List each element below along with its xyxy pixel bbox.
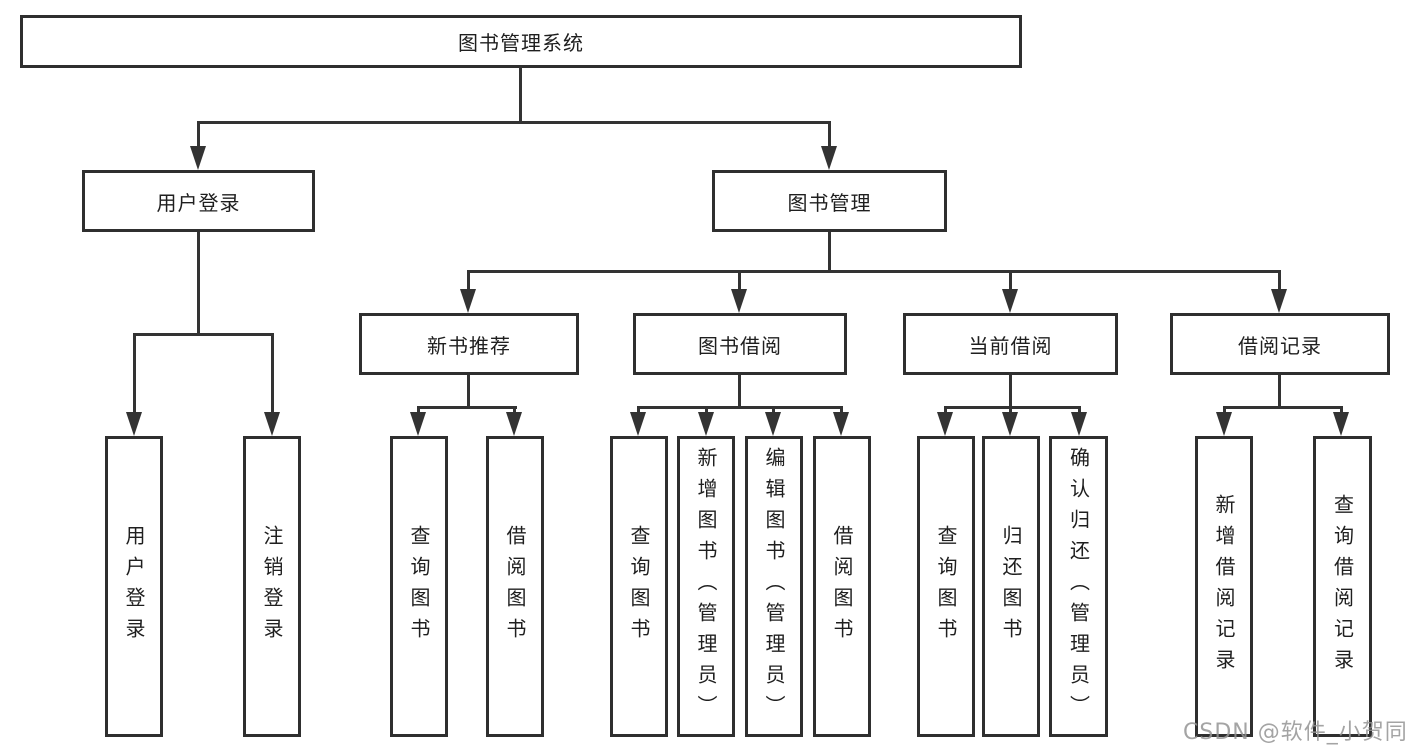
- node-new-book-recommend-label: 新书推荐: [427, 333, 511, 358]
- connector-line: [513, 406, 516, 414]
- leaf-current-query-books-label: 查询图书: [934, 524, 958, 649]
- leaf-borrow-add-books-admin: 新增图书（管理员）: [677, 436, 735, 737]
- node-user-login-label: 用户登录: [156, 190, 241, 215]
- connector-line: [1278, 375, 1281, 408]
- node-borrow-record-label: 借阅记录: [1238, 333, 1322, 358]
- connector-line: [271, 333, 274, 413]
- connector-line: [828, 232, 831, 272]
- leaf-newbook-query-books: 查询图书: [390, 436, 448, 737]
- connector-line: [467, 270, 470, 290]
- leaf-newbook-borrow-books-label: 借阅图书: [503, 524, 527, 649]
- leaf-record-query-record-label: 查询借阅记录: [1330, 493, 1355, 680]
- connector-line: [467, 270, 1281, 273]
- csdn-watermark: CSDN @软件_小贺同学: [1183, 720, 1405, 745]
- leaf-current-return-books: 归还图书: [982, 436, 1040, 737]
- node-current-borrow: 当前借阅: [903, 313, 1118, 375]
- leaf-borrow-edit-books-admin: 编辑图书（管理员）: [745, 436, 803, 737]
- node-root-label: 图书管理系统: [458, 31, 584, 55]
- leaf-current-return-books-label: 归还图书: [999, 524, 1023, 649]
- node-book-borrow-label: 图书借阅: [698, 333, 782, 358]
- arrowhead-down-icon: [765, 412, 781, 436]
- leaf-borrow-borrow-books-label: 借阅图书: [830, 524, 854, 649]
- arrowhead-down-icon: [833, 412, 849, 436]
- connector-line: [1078, 406, 1081, 414]
- leaf-borrow-query-books: 查询图书: [610, 436, 668, 737]
- connector-line: [133, 333, 274, 336]
- arrowhead-down-icon: [1216, 412, 1232, 436]
- connector-line: [417, 406, 420, 414]
- leaf-current-confirm-return-admin-label: 确认归还（管理员）: [1066, 447, 1091, 726]
- leaf-user-login: 用户登录: [105, 436, 163, 737]
- leaf-current-confirm-return-admin: 确认归还（管理员）: [1049, 436, 1108, 737]
- connector-line: [828, 121, 831, 148]
- leaf-borrow-add-books-admin-label: 新增图书（管理员）: [694, 447, 718, 726]
- node-user-login: 用户登录: [82, 170, 315, 232]
- connector-line: [1340, 406, 1343, 414]
- node-book-borrow: 图书借阅: [633, 313, 847, 375]
- arrowhead-down-icon: [126, 412, 142, 436]
- connector-line: [705, 406, 708, 414]
- connector-line: [1278, 270, 1281, 290]
- connector-line: [519, 67, 522, 124]
- arrowhead-down-icon: [1271, 289, 1287, 313]
- connector-line: [1009, 406, 1012, 414]
- arrowhead-down-icon: [190, 146, 206, 170]
- arrowhead-down-icon: [1002, 289, 1018, 313]
- connector-line: [197, 121, 200, 148]
- arrowhead-down-icon: [1002, 412, 1018, 436]
- node-borrow-record: 借阅记录: [1170, 313, 1390, 375]
- node-root: 图书管理系统: [20, 15, 1022, 68]
- leaf-newbook-query-books-label: 查询图书: [407, 524, 431, 649]
- node-current-borrow-label: 当前借阅: [968, 333, 1053, 358]
- connector-line: [944, 406, 1081, 409]
- node-book-management: 图书管理: [712, 170, 947, 232]
- connector-line: [1009, 375, 1012, 408]
- arrowhead-down-icon: [506, 412, 522, 436]
- leaf-borrow-borrow-books: 借阅图书: [813, 436, 871, 737]
- connector-line: [1223, 406, 1343, 409]
- connector-line: [197, 232, 200, 335]
- connector-line: [1223, 406, 1226, 414]
- arrowhead-down-icon: [630, 412, 646, 436]
- arrowhead-down-icon: [698, 412, 714, 436]
- connector-line: [738, 375, 741, 408]
- leaf-record-add-record-label: 新增借阅记录: [1212, 493, 1236, 680]
- arrowhead-down-icon: [1071, 412, 1087, 436]
- connector-line: [944, 406, 947, 414]
- leaf-logout-label: 注销登录: [260, 524, 284, 649]
- connector-line: [1009, 270, 1012, 290]
- connector-line: [637, 406, 843, 409]
- connector-line: [772, 406, 775, 414]
- arrowhead-down-icon: [937, 412, 953, 436]
- leaf-logout: 注销登录: [243, 436, 301, 737]
- connector-line: [637, 406, 640, 414]
- leaf-borrow-edit-books-admin-label: 编辑图书（管理员）: [762, 447, 786, 726]
- arrowhead-down-icon: [460, 289, 476, 313]
- leaf-record-query-record: 查询借阅记录: [1313, 436, 1372, 737]
- arrowhead-down-icon: [1333, 412, 1349, 436]
- leaf-borrow-query-books-label: 查询图书: [627, 524, 651, 649]
- connector-line: [738, 270, 741, 290]
- connector-line: [197, 121, 831, 124]
- node-new-book-recommend: 新书推荐: [359, 313, 579, 375]
- arrowhead-down-icon: [264, 412, 280, 436]
- leaf-user-login-label: 用户登录: [122, 524, 146, 649]
- connector-line: [840, 406, 843, 414]
- connector-line: [133, 333, 136, 413]
- node-book-management-label: 图书管理: [787, 190, 872, 215]
- arrowhead-down-icon: [821, 146, 837, 170]
- arrowhead-down-icon: [731, 289, 747, 313]
- leaf-current-query-books: 查询图书: [917, 436, 975, 737]
- connector-line: [467, 375, 470, 408]
- leaf-newbook-borrow-books: 借阅图书: [486, 436, 544, 737]
- leaf-record-add-record: 新增借阅记录: [1195, 436, 1253, 737]
- connector-line: [417, 406, 517, 409]
- arrowhead-down-icon: [410, 412, 426, 436]
